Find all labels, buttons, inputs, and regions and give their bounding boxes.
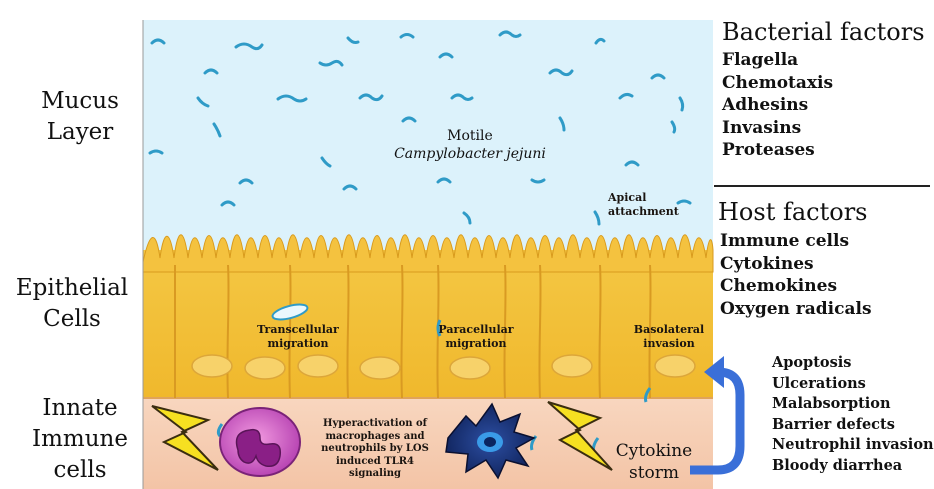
list-item: Immune cells [720, 230, 872, 253]
list-item: Chemotaxis [722, 72, 833, 95]
hyperactivation-label: Hyperactivation of macrophages and neutr… [305, 418, 445, 481]
list-item: Adhesins [722, 94, 833, 117]
list-item: Apoptosis [772, 353, 934, 374]
list-item: Neutrophil invasion [772, 435, 934, 456]
basolateral-label: Basolateral invasion [624, 323, 714, 351]
bacterial-factors-title: Bacterial factors [722, 18, 925, 46]
cytokine-storm-label: Cytokine storm [604, 440, 704, 484]
motile-line1: Motile [380, 127, 560, 145]
list-item: Malabsorption [772, 394, 934, 415]
neutrophil-cell [220, 408, 300, 476]
host-factors-title: Host factors [718, 198, 867, 226]
immune-cells-label: Innate Immune cells [20, 393, 140, 486]
list-item: Flagella [722, 49, 833, 72]
motile-label: Motile Campylobacter jejuni [380, 127, 560, 163]
host-factors-list: Immune cells Cytokines Chemokines Oxygen… [720, 230, 872, 320]
transcellular-label: Transcellular migration [248, 323, 348, 351]
list-item: Proteases [722, 139, 833, 162]
list-item: Barrier defects [772, 415, 934, 436]
motile-line2: Campylobacter jejuni [380, 145, 560, 163]
list-item: Chemokines [720, 275, 872, 298]
mucus-layer-label: Mucus Layer [20, 86, 140, 148]
list-item: Cytokines [720, 253, 872, 276]
epithelial-cells-label: Epithelial Cells [4, 273, 140, 335]
outcomes-list: Apoptosis Ulcerations Malabsorption Barr… [772, 353, 934, 476]
list-item: Bloody diarrhea [772, 456, 934, 477]
list-item: Ulcerations [772, 374, 934, 395]
list-item: Invasins [722, 117, 833, 140]
paracellular-label: Paracellular migration [426, 323, 526, 351]
bacterial-factors-list: Flagella Chemotaxis Adhesins Invasins Pr… [722, 49, 833, 162]
list-item: Oxygen radicals [720, 298, 872, 321]
apical-attachment-label: Apical attachment [608, 191, 694, 219]
